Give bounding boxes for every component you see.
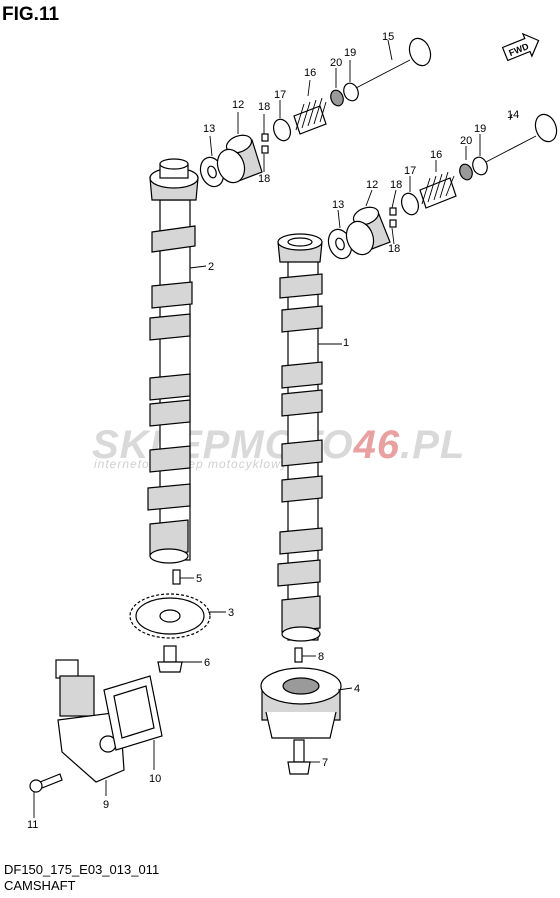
callout-20-lower: 20 [460,135,472,147]
camshaft-left [147,158,199,564]
callout-6: 6 [204,657,210,669]
callout-19-lower: 19 [474,123,486,135]
pin-8 [294,647,303,663]
valve-spring-lower [419,171,457,209]
callout-3: 3 [228,607,234,619]
callout-18-upper-b: 18 [258,173,270,185]
callout-12-lower: 12 [366,179,378,191]
callout-18-lower-a: 18 [390,179,402,191]
callout-13-lower: 13 [332,199,344,211]
callout-10: 10 [149,773,161,785]
callout-13-upper: 13 [203,123,215,135]
valve-train-lower [327,113,558,260]
callout-20-upper: 20 [330,57,342,69]
fwd-direction-badge: FWD [501,32,540,62]
watermark-tagline: internetowy sklep motocyklowy [94,457,288,471]
bolt-11 [29,773,63,793]
callout-9: 9 [103,799,109,811]
camshaft-right [277,233,323,642]
section-name: CAMSHAFT [4,878,76,893]
figure-label: FIG.11 [2,4,60,25]
callout-18-lower-b: 18 [388,243,400,255]
callout-5: 5 [196,573,202,585]
watermark-brand-suffix: .PL [400,423,465,467]
callout-14: 14 [507,109,519,121]
callout-17-upper: 17 [274,89,286,101]
callout-11: 11 [27,819,38,831]
bolt-6 [157,645,183,673]
callout-1: 1 [343,337,349,349]
callout-15: 15 [382,31,394,43]
callout-2: 2 [208,261,214,273]
watermark: SKLEPMOTO46.PL internetowy sklep motocyk… [92,423,465,471]
callout-16-upper: 16 [304,67,316,79]
callout-7: 7 [322,757,328,769]
callout-numbers: 1 2 3 4 5 6 7 8 9 10 11 12 12 13 13 14 1… [27,31,519,831]
callout-17-lower: 17 [404,165,416,177]
pin-5 [172,569,181,585]
callout-8: 8 [318,651,324,663]
sprocket-3 [129,593,211,639]
callout-18-upper-a: 18 [258,101,270,113]
callout-4: 4 [354,683,360,695]
callout-19-upper: 19 [344,47,356,59]
vvt-actuator-4 [260,667,342,739]
gasket-10 [103,675,163,751]
watermark-brand-number: 46 [353,423,401,467]
callout-12-upper: 12 [232,99,244,111]
diagram-code: DF150_175_E03_013_011 [4,862,160,877]
callout-16-lower: 16 [430,149,442,161]
leader-lines [33,39,513,818]
oil-control-valve-9 [55,659,125,783]
bolt-7 [287,739,311,775]
valve-train-upper [199,37,432,188]
valve-spring-upper [293,97,327,135]
